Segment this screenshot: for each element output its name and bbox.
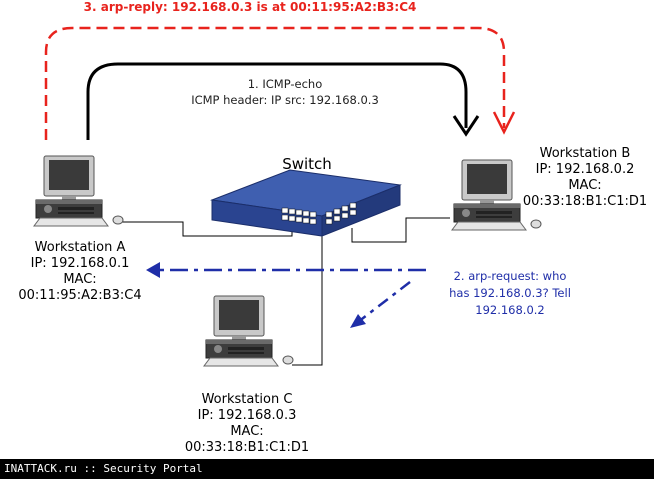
arp-request-line-2: has 192.168.0.3? Tell (449, 286, 571, 300)
workstation-c-mac-label: MAC: (230, 424, 264, 439)
workstation-a-name: Workstation A (34, 240, 126, 255)
workstation-a-label: Workstation A IP: 192.168.0.1 MAC: 00:11… (0, 240, 160, 304)
workstation-b-ip: IP: 192.168.0.2 (535, 162, 635, 177)
workstation-b-mac: 00:33:18:B1:C1:D1 (522, 194, 648, 209)
workstation-c-computer-icon (203, 295, 294, 367)
workstation-c-name: Workstation C (201, 392, 293, 407)
arp-request-label: 2. arp-request: who has 192.168.0.3? Tel… (410, 268, 610, 319)
icmp-echo-arrow (86, 62, 480, 140)
workstation-c-label: Workstation C IP: 192.168.0.3 MAC: 00:33… (172, 392, 322, 456)
arp-request-line-1: 2. arp-request: who (453, 269, 567, 283)
cable-b-switch (351, 217, 450, 243)
arp-request-line-3: 192.168.0.2 (475, 303, 545, 317)
workstation-a-mac: 00:11:95:A2:B3:C4 (18, 288, 142, 303)
workstation-a-ip: IP: 192.168.0.1 (30, 256, 130, 271)
icmp-echo-header: ICMP header: IP src: 192.168.0.3 (191, 93, 379, 107)
arp-reply-label: 3. arp-reply: 192.168.0.3 is at 00:11:95… (83, 0, 417, 14)
workstation-b-label: Workstation B IP: 192.168.0.2 MAC: 00:33… (510, 146, 654, 210)
workstation-c-mac: 00:33:18:B1:C1:D1 (184, 440, 310, 455)
icmp-echo-label: 1. ICMP-echo ICMP header: IP src: 192.16… (160, 76, 410, 108)
workstation-a-computer-icon (33, 155, 124, 227)
switch-icon (210, 169, 402, 237)
cable-c-switch (292, 225, 323, 366)
switch-label: Switch (282, 155, 332, 173)
arp-reply-arrow (44, 26, 516, 140)
arp-request-arrow-to-c (350, 281, 411, 328)
workstation-b-mac-label: MAC: (568, 178, 602, 193)
workstation-b-name: Workstation B (539, 146, 631, 161)
workstation-a-mac-label: MAC: (63, 272, 97, 287)
icmp-echo-title: 1. ICMP-echo (247, 77, 323, 91)
footer-bar: INATTACK.ru :: Security Portal (0, 459, 654, 479)
arp-request-arrow-to-a (146, 262, 426, 278)
workstation-c-ip: IP: 192.168.0.3 (197, 408, 297, 423)
